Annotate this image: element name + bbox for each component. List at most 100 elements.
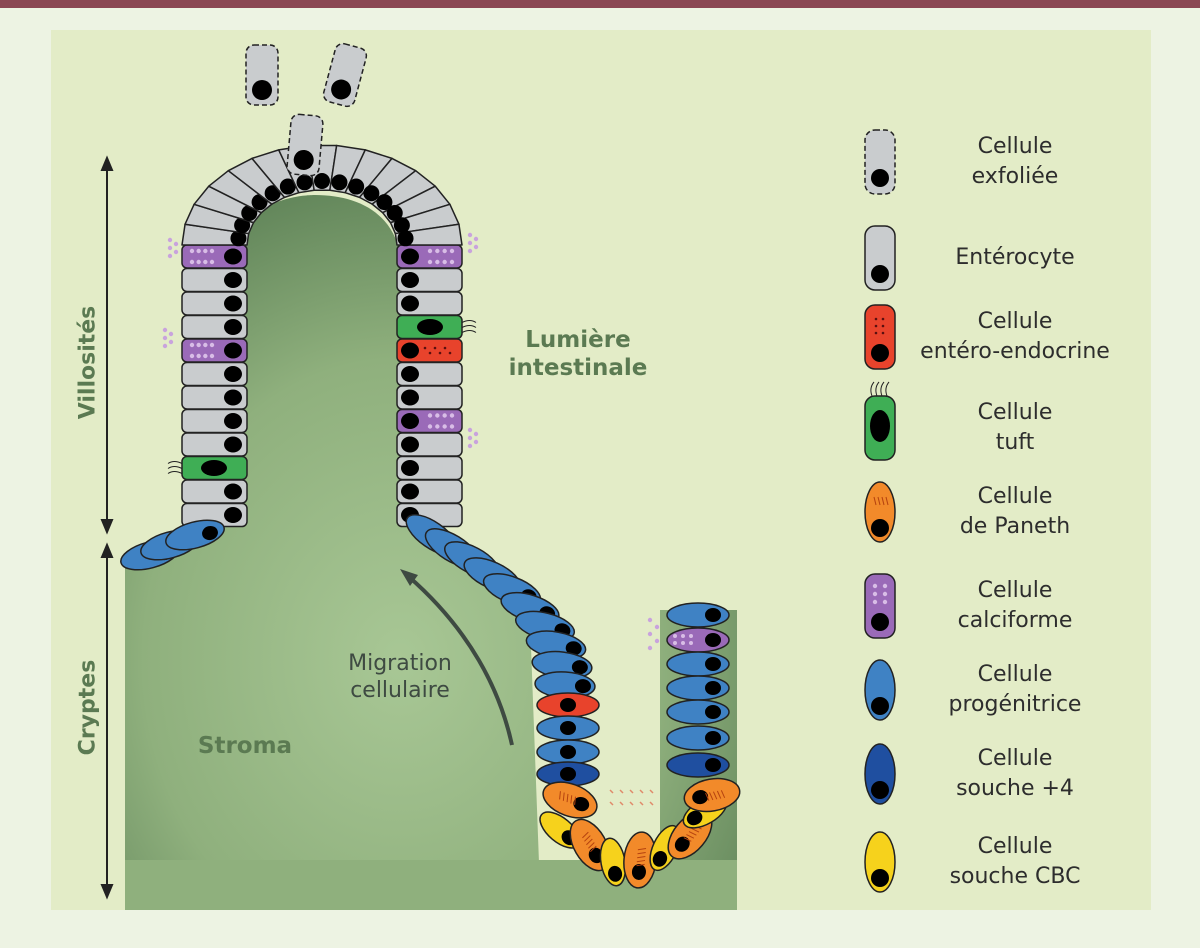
cryptes-label: Cryptes [75,659,101,756]
lumiere-label: Lumière intestinale [498,326,658,382]
cbc-stem-cell-icon [864,831,896,893]
legend-text-line: Cellule [977,834,1053,859]
enterocyte-cell [396,267,463,293]
legend-item: Cellule exfoliée [860,132,1160,212]
enterocyte-cell [184,203,255,235]
stroma-label: Stroma [197,733,293,759]
enterocyte-cell [181,479,248,504]
secretion-granule [629,801,634,806]
mucus-dot [473,439,479,445]
mucus-dot [647,617,653,623]
secretion-granule [619,801,624,806]
exfoliated-cell [245,44,279,106]
exfoliated-cell [322,42,368,108]
mucus-dot [467,240,473,246]
mucus-dot [168,331,174,337]
enterocyte-cell [396,479,463,504]
mucus-dot [467,248,473,254]
mucus-dot [647,645,653,651]
tuft-cell-icon [864,381,896,461]
mucus-dot [467,427,473,433]
enterocyte-cell [181,267,248,293]
enterocyte-cell [396,385,463,410]
goblet-cell-icon [864,573,896,639]
legend-item: Cellule souche +4 [860,744,1160,824]
stem-plus4-cell [536,761,600,787]
migration-line-2: cellulaire [350,678,450,703]
goblet-cell [181,244,248,269]
mucus-dot [168,339,174,345]
legend-text-line: Cellule [977,400,1053,425]
legend-text-line: Cellule [977,309,1053,334]
progenitor-cell [666,651,730,677]
migration-arrow [400,569,514,746]
legend-icons [864,129,896,893]
mucus-dot [473,236,479,242]
mucus-dot [173,249,179,255]
legend-text-line: Entérocyte [955,245,1075,270]
exfoliated-cells [245,42,368,177]
mucus-dot [167,245,173,251]
mucus-dot [654,624,660,630]
enterocyte-icon [864,225,896,291]
stroma-tissue [125,195,737,910]
legend-text-line: Cellule [977,746,1053,771]
secretion-granule [619,789,624,794]
enterocyte-cell [394,223,463,247]
enterocyte-cell [396,455,463,481]
secretion-granule [609,789,614,794]
villus-epithelium [162,144,479,528]
lumiere-line-1: Lumière [525,327,631,353]
progenitor-cell [165,519,225,551]
legend-item: Cellule de Paneth [860,482,1160,562]
migration-line-1: Migration [348,651,452,676]
legend-text-line: tuft [995,430,1035,455]
legend-text-line: souche CBC [949,864,1081,889]
secretion-granule [649,789,654,794]
legend-item: Entérocyte [860,228,1160,308]
mucus-dot [162,335,168,341]
enterocyte-cell [181,385,248,410]
stem-cell-plus4-icon [864,743,896,805]
legend-text: Cellule tuft [900,398,1130,458]
progenitor-cell [536,739,600,765]
exfoliated-cell-icon [864,129,896,195]
legend-text-line: Cellule [977,484,1053,509]
paneth-cell [542,781,598,819]
mucus-dot [467,443,473,449]
goblet-cell [396,408,463,434]
mucus-dot [467,232,473,238]
enterocyte-cell [396,432,463,457]
progenitor-cell-icon [864,659,896,721]
legend-text-line: Cellule [977,578,1053,603]
legend-text-line: de Paneth [959,514,1071,539]
mucus-dot [654,638,660,644]
legend-text: Entérocyte [900,243,1130,273]
exfoliated-cell [286,113,324,177]
enterocyte-cell [181,432,248,457]
secretion-granule [639,789,644,794]
enteroendocrine-cell-icon [864,304,896,370]
villosites-label: Villosités [75,305,101,420]
mucus-dot [173,241,179,247]
legend-text-line: souche +4 [956,776,1074,801]
legend-text-line: progénitrice [948,692,1082,717]
paneth-cell [683,777,741,813]
progenitor-cell [666,699,730,725]
goblet-cell [181,338,248,363]
legend-text-line: exfoliée [971,164,1059,189]
legend-text-line: Cellule [977,134,1053,159]
villosites-arrow [100,155,114,535]
secretion-granule [609,801,614,806]
legend-text: Cellule exfoliée [900,132,1130,192]
goblet-cell [666,627,730,653]
crypt-epithelium [120,514,741,889]
mucus-dot [647,631,653,637]
enterocyte-cell [396,291,463,316]
